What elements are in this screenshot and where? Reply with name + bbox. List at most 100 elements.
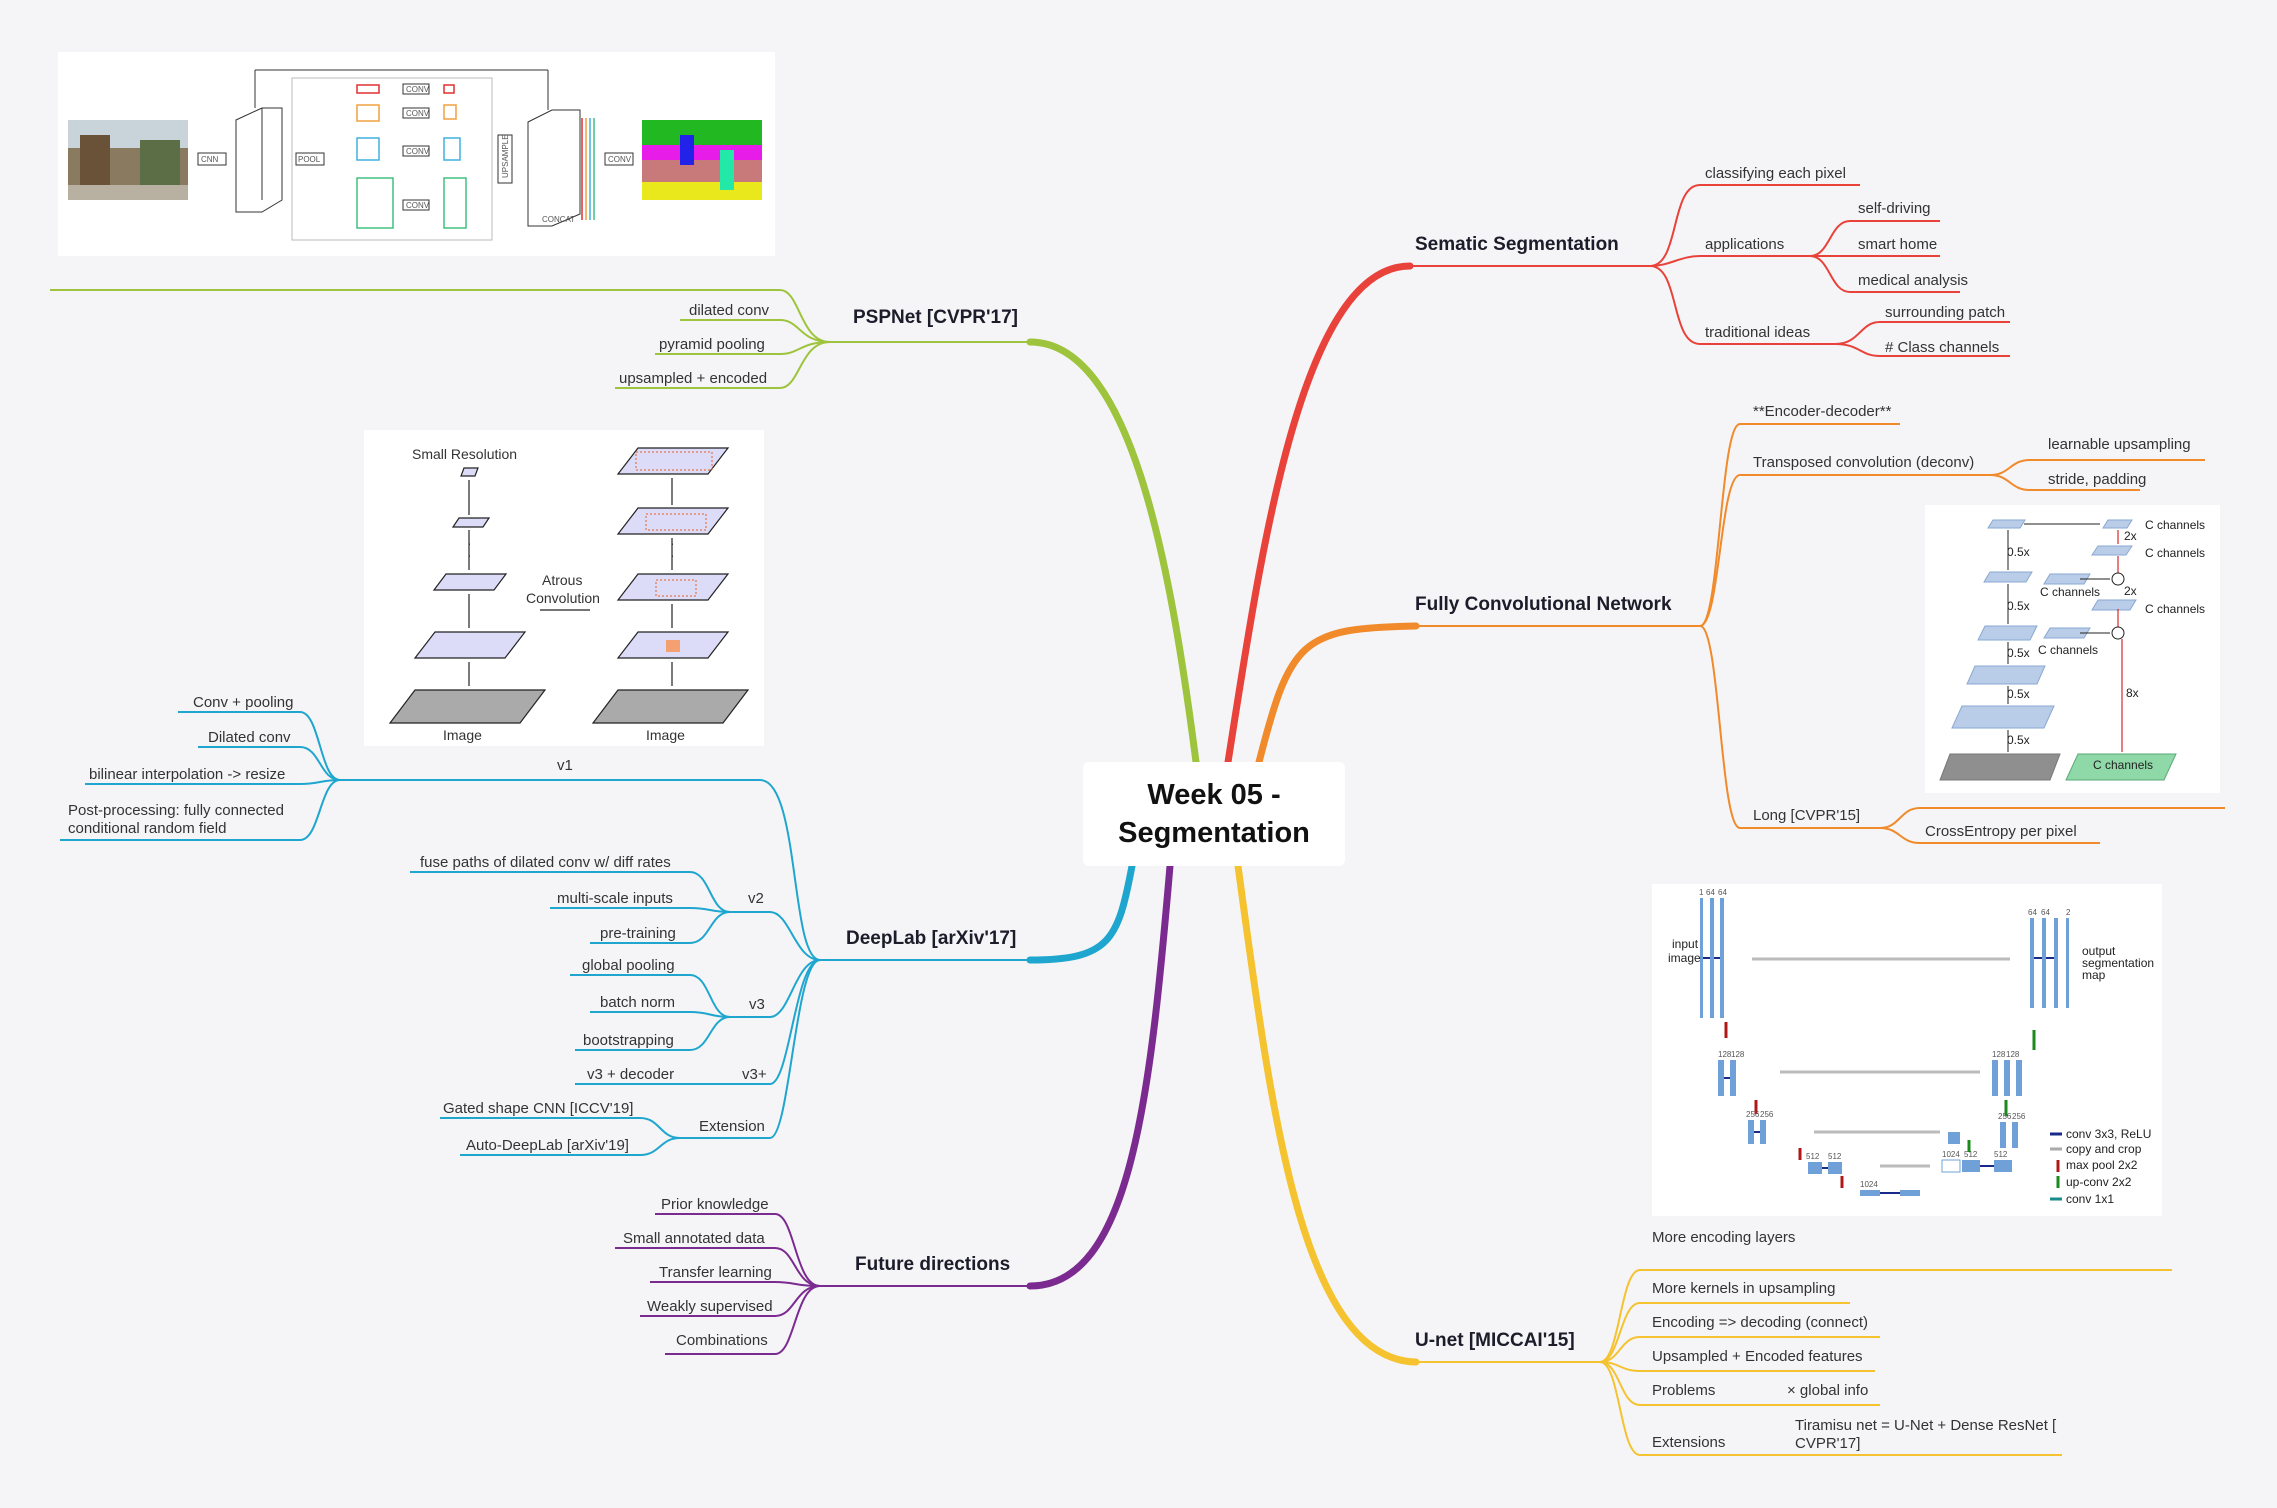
deeplab-fig-image: Image bbox=[646, 727, 685, 743]
deeplab-v1-post: conditional random field bbox=[68, 820, 226, 837]
fcn-fig-8x: 8x bbox=[2126, 686, 2139, 700]
deeplab-v3-item: global pooling bbox=[582, 957, 675, 974]
deeplab-v1-item: Conv + pooling bbox=[193, 694, 294, 711]
trad-item: surrounding patch bbox=[1885, 304, 2005, 321]
unet-num: 512 bbox=[1828, 1152, 1842, 1161]
psp-fig-concat: CONCAT bbox=[542, 215, 575, 224]
psp-fig-conv: CONV bbox=[608, 155, 632, 164]
unet-title: U-net [MICCAI'15] bbox=[1415, 1330, 1575, 1351]
fcn-fig-scale: 0.5x bbox=[2007, 733, 2030, 747]
pspnet-title: PSPNet [CVPR'17] bbox=[853, 307, 1018, 328]
fcn-fig-cchannels: C channels bbox=[2145, 602, 2205, 616]
unet-extensions-line2: CVPR'17] bbox=[1795, 1435, 1860, 1452]
fcn-fig-scale: 0.5x bbox=[2007, 646, 2030, 660]
fcn-fig-scale: 0.5x bbox=[2007, 545, 2030, 559]
unet-item: Encoding => decoding (connect) bbox=[1652, 1314, 1868, 1331]
central-topic[interactable]: Week 05 - Segmentation bbox=[1083, 762, 1345, 866]
unet-item: More encoding layers bbox=[1652, 1229, 1795, 1246]
unet-num: 256 bbox=[1760, 1110, 1774, 1119]
fcn-fig-cchannels: C channels bbox=[2145, 518, 2205, 532]
unet-legend-item: conv 1x1 bbox=[2066, 1192, 2114, 1206]
unet-num: 256 bbox=[2012, 1112, 2026, 1121]
psp-fig-conv: CONV bbox=[406, 109, 430, 118]
deeplab-ext-item: Gated shape CNN [ICCV'19] bbox=[443, 1100, 633, 1117]
deconv-item: stride, padding bbox=[2048, 471, 2146, 488]
trunk-future bbox=[1026, 862, 1174, 1290]
branch-deeplab bbox=[60, 711, 1030, 1156]
deeplab-v3: v3 bbox=[749, 996, 765, 1013]
deeplab-v1: v1 bbox=[557, 757, 573, 774]
psp-fig-upsample: UPSAMPLE bbox=[501, 134, 510, 178]
deeplab-v2: v2 bbox=[748, 890, 764, 907]
trad-item: # Class channels bbox=[1885, 339, 1999, 356]
deeplab-fig-dots: · bbox=[467, 547, 472, 563]
unet-num: 256 bbox=[1998, 1112, 2012, 1121]
pspnet-item: pyramid pooling bbox=[659, 336, 765, 353]
unet-legend-item: max pool 2x2 bbox=[2066, 1158, 2138, 1172]
unet-num: 64 bbox=[2041, 908, 2050, 917]
unet-num: 2 bbox=[2066, 908, 2071, 917]
semantic-classify: classifying each pixel bbox=[1705, 165, 1846, 182]
fcn-figure: C channels C channels C channels C chann… bbox=[1925, 505, 2220, 793]
unet-num: 512 bbox=[1994, 1150, 2008, 1159]
unet-fig-nums: 1 64 64 128 128 256 256 512 512 1024 102… bbox=[1699, 888, 2071, 1189]
psp-fig-conv: CONV bbox=[406, 147, 430, 156]
fcn-fig-scale: 0.5x bbox=[2007, 687, 2030, 701]
unet-num: 128 bbox=[1718, 1050, 1732, 1059]
branch-semantic bbox=[1410, 184, 2010, 357]
unet-num: 1024 bbox=[1860, 1180, 1878, 1189]
unet-fig-input: input bbox=[1672, 937, 1699, 951]
deeplab-fig-dots: · bbox=[670, 547, 675, 563]
pspnet-item: dilated conv bbox=[689, 302, 770, 319]
fcn-fig-2x: 2x bbox=[2124, 584, 2137, 598]
branch-future bbox=[615, 1213, 1030, 1355]
deeplab-v3-item: bootstrapping bbox=[583, 1032, 674, 1049]
unet-fig-output: output bbox=[2082, 944, 2116, 958]
fcn-fig-2x: 2x bbox=[2124, 529, 2137, 543]
deeplab-v1-post: Post-processing: fully connected bbox=[68, 802, 284, 819]
fcn-title: Fully Convolutional Network bbox=[1415, 594, 1672, 615]
unet-problems: × global info bbox=[1787, 1382, 1868, 1399]
unet-num: 128 bbox=[1992, 1050, 2006, 1059]
unet-item: More kernels in upsampling bbox=[1652, 1280, 1835, 1297]
branch-unet bbox=[1416, 1269, 2172, 1456]
psp-input-image bbox=[68, 120, 188, 200]
trunk-fcn bbox=[1254, 622, 1420, 770]
deeplab-v1-item: bilinear interpolation -> resize bbox=[89, 766, 285, 783]
fcn-fig-cchannels: C channels bbox=[2038, 643, 2098, 657]
central-topic-title: Week 05 - Segmentation bbox=[1118, 779, 1310, 849]
semantic-traditional: traditional ideas bbox=[1705, 324, 1810, 341]
app-item: self-driving bbox=[1858, 200, 1931, 217]
deeplab-v2-item: fuse paths of dilated conv w/ diff rates bbox=[420, 854, 671, 871]
app-item: medical analysis bbox=[1858, 272, 1968, 289]
future-title: Future directions bbox=[855, 1254, 1010, 1275]
trunk-pspnet bbox=[1026, 338, 1200, 766]
deeplab-v3plus-item: v3 + decoder bbox=[587, 1066, 674, 1083]
trunk-unet bbox=[1234, 862, 1420, 1366]
psp-fig-pool: POOL bbox=[298, 155, 321, 164]
unet-num: 256 bbox=[1746, 1110, 1760, 1119]
unet-item: Upsampled + Encoded features bbox=[1652, 1348, 1863, 1365]
main-trunks bbox=[1026, 262, 1420, 1366]
psp-fig-conv: CONV bbox=[406, 201, 430, 210]
unet-extensions-line1: Tiramisu net = U-Net + Dense ResNet [ bbox=[1795, 1417, 2057, 1434]
unet-num: 128 bbox=[2006, 1050, 2020, 1059]
deeplab-fig-dots: · bbox=[467, 535, 472, 551]
unet-item: Problems bbox=[1652, 1382, 1715, 1399]
deeplab-extension: Extension bbox=[699, 1118, 765, 1135]
fcn-fig-scale: 0.5x bbox=[2007, 599, 2030, 613]
fcn-fig-cchannels: C channels bbox=[2093, 758, 2153, 772]
unet-legend-item: copy and crop bbox=[2066, 1142, 2142, 1156]
branch-pspnet bbox=[50, 289, 1030, 389]
unet-num: 64 bbox=[1718, 888, 1727, 897]
future-item: Transfer learning bbox=[659, 1264, 772, 1281]
branch-fcn bbox=[1416, 423, 2225, 844]
deeplab-figure: Small Resolution Atrous Convolution Imag… bbox=[364, 430, 764, 746]
unet-num: 64 bbox=[1706, 888, 1715, 897]
fcn-item: Transposed convolution (deconv) bbox=[1753, 454, 1974, 471]
unet-legend: conv 3x3, ReLU copy and crop max pool 2x… bbox=[2050, 1127, 2151, 1206]
deeplab-fig-small-res: Small Resolution bbox=[412, 446, 517, 462]
deeplab-v3-item: batch norm bbox=[600, 994, 675, 1011]
unet-num: 512 bbox=[1964, 1150, 1978, 1159]
future-item: Weakly supervised bbox=[647, 1298, 773, 1315]
